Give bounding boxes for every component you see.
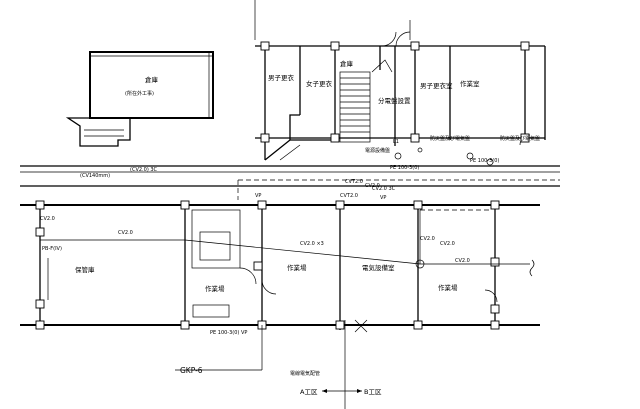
label-elec-panel: 電源設備盤 — [365, 147, 390, 154]
column — [413, 200, 423, 210]
column — [490, 320, 500, 330]
room-label-stairs: 倉庫 — [340, 59, 354, 68]
label-vp: VP — [255, 193, 261, 199]
column — [260, 41, 270, 51]
bottom-annotations: GKP-6 電線電気配管 A工区 B工区 — [180, 319, 382, 409]
column — [520, 41, 530, 51]
column — [335, 320, 345, 330]
column — [413, 320, 423, 330]
room-label-mens-rest: 男子更衣室 — [420, 81, 453, 90]
label-fr: PB-F(IV) — [42, 246, 62, 252]
label-run-c: CV2.0 3C — [372, 186, 396, 192]
room-label-work-area: 作業場 — [287, 263, 307, 272]
label-cable: 電線電気配管 — [290, 370, 320, 377]
column — [520, 133, 530, 143]
column — [490, 257, 500, 267]
label-cv-mid: CV2.0 — [455, 258, 470, 264]
column — [410, 133, 420, 143]
room-label-mens-changing: 男子更衣 — [268, 73, 295, 82]
label-cable-mid: (CV2.0) 3C — [130, 167, 158, 173]
label-cable-top: (CV140mm) — [80, 173, 110, 179]
label-l1: L1 — [393, 139, 399, 145]
label-vp-2: VP — [380, 195, 386, 201]
column — [335, 200, 345, 210]
label-fire-panel-1: 防災盤及び電気盤 — [430, 135, 470, 142]
lower-building: 保管庫 作業場 作業場 電気設備室 作業場 CV2.0 PB-F(IV) CV2… — [20, 179, 540, 371]
label-fire-panel-2: 防災盤及び電気盤 — [500, 135, 540, 142]
room-label-meeting: 電気設備室 — [362, 263, 395, 272]
label-distribution-board: 分電盤設置 — [378, 96, 411, 105]
column — [35, 299, 45, 309]
column — [257, 200, 267, 210]
column — [35, 200, 45, 210]
label-cv-right: CV2.0 — [440, 241, 455, 247]
warehouse-block: 倉庫 (所在外工事) — [65, 51, 214, 147]
label-pe-top: PE 100-3(0) — [390, 165, 419, 171]
column — [490, 304, 500, 314]
room-label-office: 保管庫 — [75, 265, 95, 274]
label-marker-b: CVT2.0 — [340, 193, 358, 199]
label-cv-left: CV2.0 — [40, 216, 55, 222]
column — [330, 41, 340, 51]
label-pe-bottom: PE 100-3(0) VP — [210, 330, 247, 336]
label-section-a: A工区 — [300, 388, 318, 396]
upper-building: 男子更衣 女子更衣 倉庫 分電盤設置 男子更衣室 作業室 電源設備盤 防災盤及び… — [254, 0, 546, 161]
column — [180, 320, 190, 330]
room-label-workshop-a: 作業場 — [438, 283, 458, 292]
column — [35, 227, 45, 237]
room-label-womens-changing: 女子更衣 — [306, 79, 333, 88]
column — [490, 200, 500, 210]
room-label-lab: 作業場 — [205, 284, 225, 293]
corridor-lines: (CV140mm) (CV2.0) 3C PE 100-3(0) PE 100-… — [20, 147, 560, 201]
column — [410, 41, 420, 51]
label-pe-right: PE 100-3(0) — [470, 158, 499, 164]
room-label-storage: 作業室 — [460, 79, 480, 88]
column — [180, 200, 190, 210]
column — [35, 320, 45, 330]
label-run-a: CV2.0 ×3 — [300, 241, 324, 247]
column — [330, 133, 340, 143]
label-marker-a: CVT2.0 — [345, 179, 363, 185]
label-run-b: CV2.0 — [118, 230, 133, 236]
column — [253, 261, 263, 271]
column — [260, 133, 270, 143]
label-cv-run: CV2.0 — [420, 236, 435, 242]
label-section-b: B工区 — [364, 388, 382, 396]
label-gkp: GKP-6 — [180, 366, 203, 375]
label-cv-top-left: CV2.0 — [365, 183, 380, 189]
room-label-warehouse: 倉庫 — [145, 75, 159, 84]
room-note-warehouse: (所在外工事) — [125, 90, 154, 97]
